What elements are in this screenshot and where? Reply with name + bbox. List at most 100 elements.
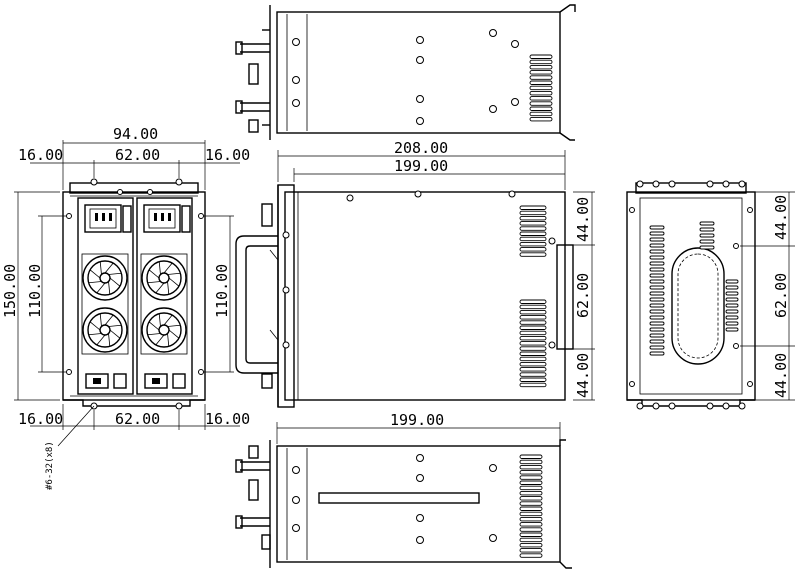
fan-blade (88, 333, 102, 336)
fan-blade (163, 262, 173, 274)
top-handle (235, 29, 270, 133)
vent-slot (649, 333, 665, 338)
vent-slot (519, 454, 543, 459)
vent-slot (519, 459, 543, 465)
vent-slot (519, 335, 547, 341)
vent-slot (519, 490, 543, 496)
fan-blade (89, 321, 101, 331)
fan-blade (155, 334, 165, 346)
vent-slot (519, 346, 547, 351)
vent-slot (519, 236, 547, 242)
fan-blade (155, 282, 165, 294)
vent-slot (519, 480, 543, 485)
vent-slot (649, 231, 665, 236)
vent-slot (529, 90, 553, 96)
fan-blade (108, 333, 111, 347)
fan-blade (167, 272, 181, 275)
vent-slot (519, 241, 547, 247)
dim-side-top-offset: 44.00 (574, 197, 592, 242)
fan-blade (147, 281, 161, 284)
fan-blade (168, 329, 180, 339)
fan-blade (158, 261, 161, 275)
bottom-handle (235, 445, 271, 550)
vent-slot (699, 245, 715, 250)
fan-blade (109, 329, 121, 339)
dim-front-bottom-left: 16.00 (18, 410, 63, 428)
rear-view (626, 180, 756, 410)
dim-front-height: 150.00 (1, 264, 19, 318)
vent-slot (519, 215, 547, 221)
vent-slot (649, 303, 665, 308)
vent-slot (519, 367, 547, 372)
psu-module-right (136, 197, 193, 395)
fan-blade (167, 333, 170, 347)
vent-slot (519, 356, 547, 362)
vent-slot (529, 106, 553, 111)
vent-slot (725, 315, 739, 320)
vent-slot (529, 80, 553, 85)
vent-slot (519, 309, 547, 315)
vent-slot (519, 553, 543, 558)
rear-dimensions: 44.00 62.00 44.00 (740, 191, 795, 401)
top-view (235, 4, 576, 141)
dim-bottom-body: 199.00 (390, 411, 444, 429)
vent-slot (519, 475, 543, 480)
vent-slot (725, 297, 739, 302)
fan-blade (99, 261, 102, 275)
vent-slot (519, 532, 543, 537)
vent-slot (699, 227, 715, 232)
vent-slot (649, 291, 665, 296)
rear-vent-slots (649, 221, 739, 356)
dim-side-center: 62.00 (574, 273, 592, 318)
fan-blade (96, 334, 106, 346)
vent-slot (519, 231, 547, 236)
vent-slot (519, 299, 547, 304)
vent-slot (699, 221, 715, 226)
front-view (62, 178, 206, 410)
dim-front-inner-right: 110.00 (213, 264, 231, 318)
top-vent-slots (529, 54, 553, 122)
vent-slot (519, 325, 547, 330)
fan-blade (167, 281, 170, 295)
dim-front-left-margin: 16.00 (18, 146, 63, 164)
dim-side-bottom-offset: 44.00 (574, 353, 592, 398)
vent-slot (519, 548, 543, 553)
vent-slot (519, 226, 547, 231)
vent-slot (649, 243, 665, 248)
vent-slot (529, 54, 553, 59)
vent-slot (519, 377, 547, 382)
vent-slot (725, 291, 739, 296)
vent-slot (649, 327, 665, 332)
fan-blade (158, 313, 161, 327)
dim-front-width: 94.00 (113, 125, 158, 143)
vent-slot (529, 64, 553, 70)
vent-slot (519, 221, 547, 226)
fan-blade (108, 324, 122, 327)
vent-slot (519, 542, 543, 548)
vent-slot (519, 506, 543, 511)
vent-slot (725, 321, 739, 326)
front-dimensions: 94.00 16.00 62.00 16.00 150.00 110.00 11… (1, 125, 250, 490)
screw-note: #6-32(x8) (45, 441, 55, 490)
fan-blade (104, 262, 114, 274)
bottom-view (235, 439, 572, 569)
side-vent-slots (519, 205, 547, 388)
fan-blade (89, 269, 101, 279)
vent-slot (529, 70, 553, 75)
vent-slot (519, 351, 547, 356)
vent-slot (519, 527, 543, 532)
dim-rear-bottom-offset: 44.00 (772, 353, 790, 398)
dim-front-center: 62.00 (115, 146, 160, 164)
vent-slot (519, 320, 547, 325)
fan-blade (99, 313, 102, 327)
vent-slot (725, 327, 739, 332)
psu-module-left (77, 197, 134, 395)
fan-blade (148, 269, 160, 279)
dim-front-right-margin: 16.00 (205, 146, 250, 164)
vent-slot (519, 252, 547, 257)
fan-blade (88, 281, 102, 284)
dim-rear-center: 62.00 (772, 273, 790, 318)
vent-slot (519, 464, 543, 470)
vent-slot (519, 382, 547, 388)
